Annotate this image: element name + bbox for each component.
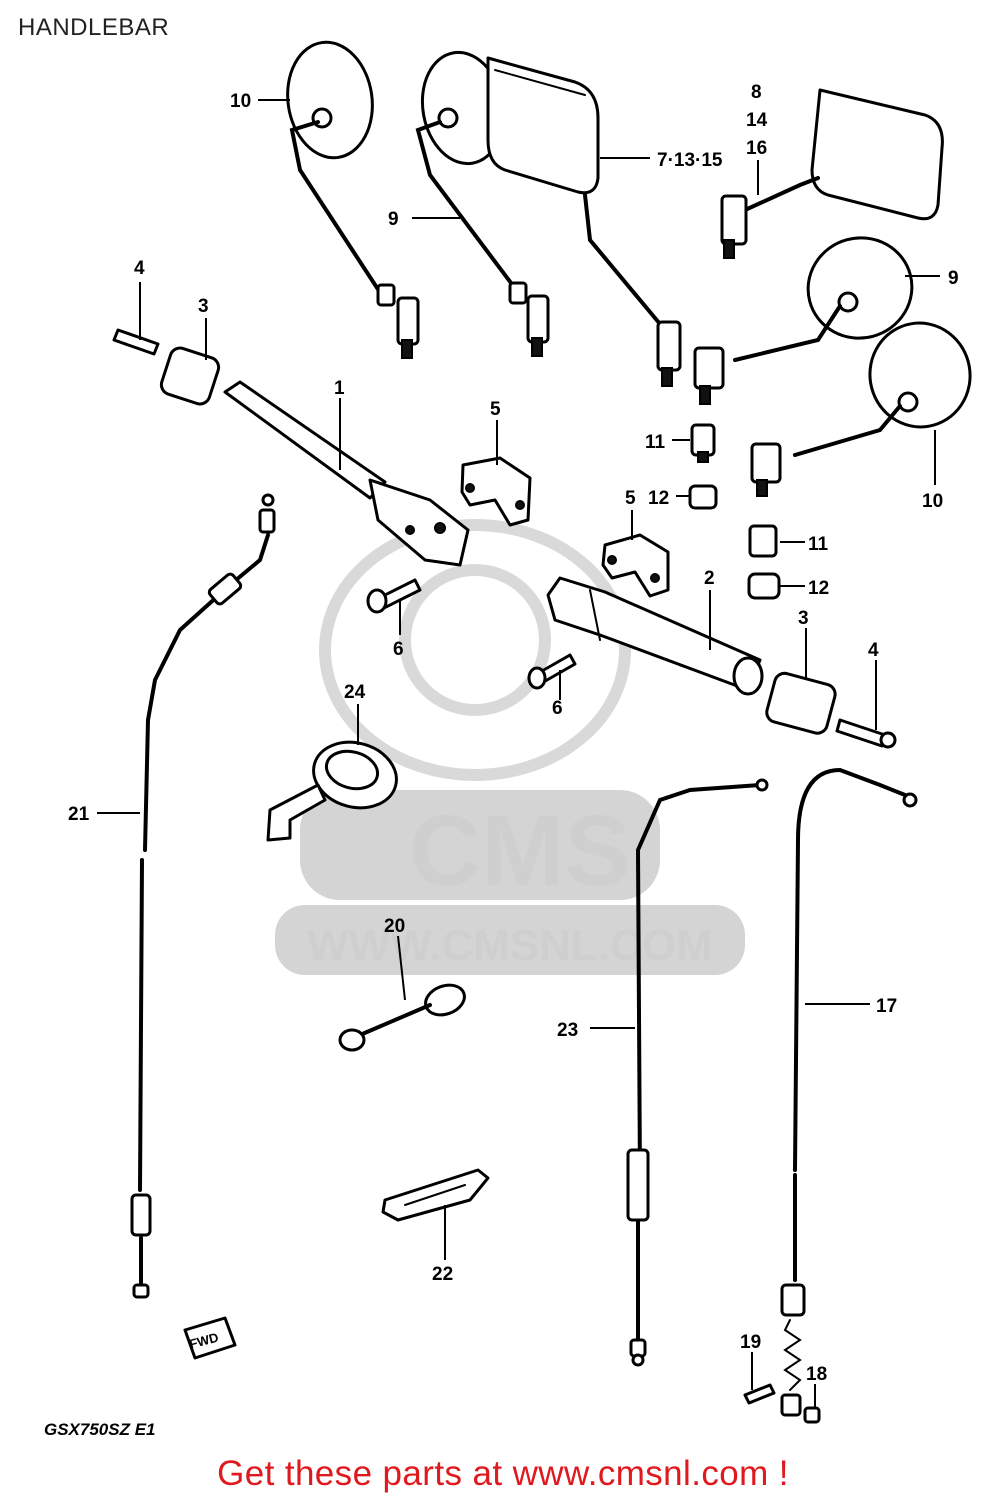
callout-18: 18 [806,1364,827,1385]
callout-22: 22 [432,1264,453,1285]
part-mirror-rectangular-center [486,56,682,387]
watermark-url: WWW.CMSNL.COM [307,921,713,970]
callout-8: 8 [751,82,762,103]
cms-watermark: CMS WWW.CMSNL.COM [275,519,745,975]
callout-19: 19 [740,1332,761,1353]
callout-1: 1 [334,378,345,399]
part-mirror-round-left [286,40,420,359]
callout-9-right: 9 [948,268,959,289]
callout-12-right: 12 [808,578,829,599]
page-title: HANDLEBAR [18,14,170,41]
part-handlebar-left [112,328,470,567]
callout-2: 2 [704,568,715,589]
callout-5: 5 [490,399,501,420]
callout-3-right: 3 [798,608,809,629]
callout-4-right: 4 [868,640,879,661]
part-cable-clamp-small [381,1168,490,1222]
fwd-label: FWD [188,1330,220,1352]
leader-lines [97,99,940,1408]
part-clamp-left [460,456,532,527]
part-mirror-round-right-lower [750,321,972,497]
callout-21: 21 [68,804,90,825]
callout-labels: 10 9 7·13·15 8 14 16 4 3 1 5 9 11 12 10 … [68,82,959,1385]
model-code: GSX750SZ E1 [44,1420,156,1439]
part-cable-clutch [780,767,918,1417]
part-bolt-left [366,578,422,614]
callout-14: 14 [746,110,768,131]
callout-5-right: 5 [625,488,636,509]
callout-10: 10 [230,91,251,112]
part-clamp-right [601,533,670,598]
part-mirror-round-right-upper [693,236,914,405]
part-cable-clamp [338,983,466,1052]
callout-20: 20 [384,916,405,937]
callout-11: 11 [645,432,666,453]
footer-link-text[interactable]: Get these parts at www.cmsnl.com ! [217,1454,789,1493]
part-bolt-right [527,653,577,690]
part-throttle-holder [266,740,398,842]
callout-24: 24 [344,682,366,703]
callout-12: 12 [648,488,669,509]
callout-17: 17 [876,996,897,1017]
callout-16: 16 [746,138,767,159]
callout-3: 3 [198,296,209,317]
callout-10-right: 10 [922,491,943,512]
fwd-mark: FWD [183,1316,237,1360]
part-adapters-11-12 [688,423,781,600]
watermark-brand: CMS [409,795,631,907]
part-mirror-rectangular-right [720,88,944,259]
callout-9: 9 [388,209,399,230]
part-handlebar-right [546,576,764,696]
callout-6-right: 6 [552,698,563,719]
callout-23: 23 [557,1020,578,1041]
callout-7-13-15: 7·13·15 [657,150,723,171]
callout-4: 4 [134,258,145,279]
part-cable-left [130,493,276,1299]
part-bar-end-right [765,671,897,749]
part-cable-throttle [626,778,769,1367]
callout-11-right: 11 [808,534,829,555]
callout-6: 6 [393,639,404,660]
part-screws-18-19 [743,1383,821,1424]
